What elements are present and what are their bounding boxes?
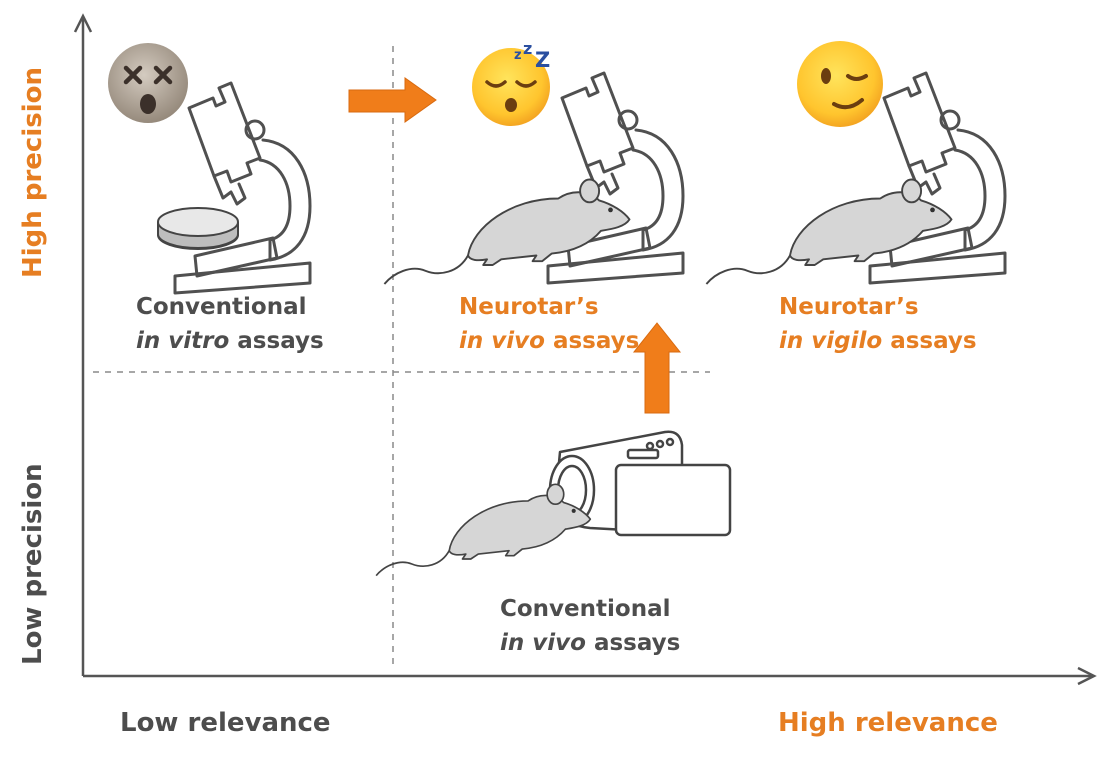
dizzy-face-emoji-icon [108,43,188,123]
x-axis-high-label: High relevance [778,708,998,738]
caption-italic: in vigilo [779,328,883,354]
svg-text:Z: Z [535,48,550,72]
svg-text:z: z [523,39,532,58]
caption-line1: Neurotar’s [459,294,599,320]
caption-rest: assays [882,328,977,354]
x-axis-arrowhead [1077,666,1097,686]
caption-neurotar-in-vigilo: Neurotar’s in vigilo assays [779,290,977,358]
caption-conventional-in-vivo: Conventional in vivo assays [500,592,680,660]
caption-rest: assays [544,328,640,354]
quadrant-dividers [93,46,710,666]
x-axis-low-label: Low relevance [120,708,331,738]
caption-italic: in vitro [136,328,230,354]
caption-italic: in vivo [459,328,545,354]
caption-line1: Neurotar’s [779,294,919,320]
caption-italic: in vivo [500,630,586,656]
petri-dish-icon [157,207,239,250]
mouse-icon [705,178,953,285]
caption-line1: Conventional [136,294,307,320]
y-axis-low-label: Low precision [18,463,48,665]
sleeping-face-emoji-icon: z z Z [472,39,550,126]
winking-face-emoji-icon [797,41,883,127]
caption-rest: assays [229,328,324,354]
mouse-icon [383,178,631,285]
caption-conventional-in-vitro: Conventional in vitro assays [136,290,324,358]
caption-rest: assays [585,630,681,656]
svg-text:z: z [514,48,522,63]
axes [73,13,1097,686]
y-axis-arrowhead [73,13,93,33]
arrow-up-icon [632,322,682,414]
microscope-icon [173,81,312,295]
mouse-icon [375,483,592,577]
arrow-right-icon [348,77,437,123]
caption-neurotar-in-vivo: Neurotar’s in vivo assays [459,290,639,358]
y-axis-high-label: High precision [18,67,48,278]
caption-line1: Conventional [500,596,671,622]
